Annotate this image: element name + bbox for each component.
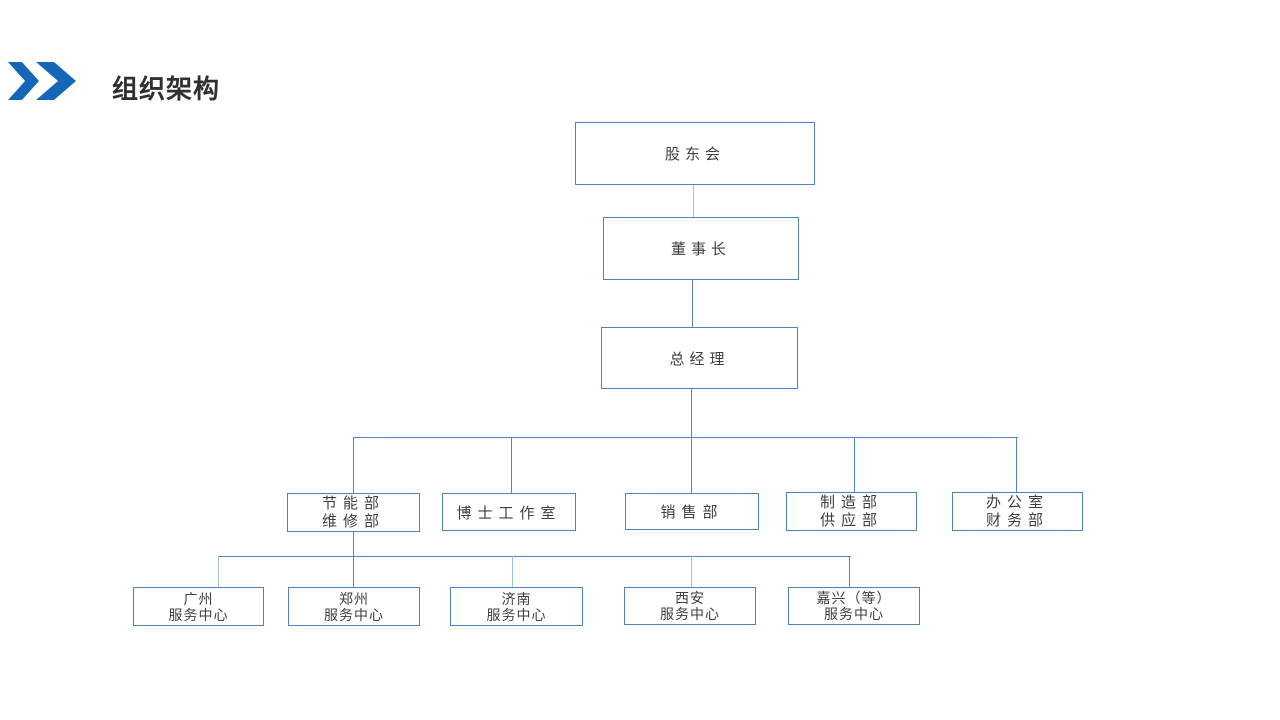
connector-drop-doctor-studio	[511, 437, 513, 493]
chevron-right-icon	[8, 62, 39, 100]
connector-drop-xian	[691, 556, 693, 587]
org-node-label: 广州	[183, 590, 214, 607]
org-node-label: 服务中心	[486, 606, 547, 623]
connector-drop-guangzhou	[218, 556, 220, 587]
connector-gm-bus	[691, 389, 693, 437]
connector-drop-manufacture	[854, 437, 856, 492]
org-node-general-manager: 总经理	[601, 327, 798, 389]
org-node-jinan-center: 济南 服务中心	[450, 587, 583, 626]
connector-drop-office	[1016, 437, 1018, 492]
connector-drop-dept-energy	[353, 437, 355, 493]
org-node-zhengzhou-center: 郑州 服务中心	[288, 587, 420, 626]
org-node-sales-dept: 销售部	[625, 493, 759, 530]
org-node-label: 西安	[675, 590, 705, 606]
org-node-label: 总经理	[669, 350, 730, 368]
org-node-dept-energy-repair: 节能部 维修部	[287, 493, 420, 532]
org-node-label: 服务中心	[168, 606, 229, 623]
org-node-guangzhou-center: 广州 服务中心	[133, 587, 264, 626]
org-node-label: 办公室	[985, 493, 1049, 511]
connector-chairman-gm	[692, 280, 694, 327]
org-node-chairman: 董事长	[603, 217, 799, 280]
org-node-label: 服务中心	[324, 606, 384, 623]
org-node-label: 董事长	[670, 241, 731, 258]
org-node-label: 财务部	[985, 511, 1049, 529]
org-node-label: 博士工作室	[456, 504, 562, 522]
double-chevron-right-icon	[8, 62, 76, 100]
connector-dept-energy-bus	[353, 532, 355, 587]
org-node-doctor-studio: 博士工作室	[442, 493, 576, 531]
org-node-label: 嘉兴（等）	[816, 590, 892, 606]
org-node-label: 服务中心	[660, 606, 720, 622]
org-node-label: 维修部	[321, 512, 385, 530]
connector-drop-jinan	[512, 556, 514, 587]
org-node-label: 节能部	[321, 494, 385, 512]
org-node-xian-center: 西安 服务中心	[624, 587, 756, 625]
org-node-label: 销售部	[660, 504, 724, 521]
connector-bus-level4	[354, 437, 1018, 439]
page-title: 组织架构	[112, 74, 221, 104]
org-node-label: 供应部	[819, 511, 883, 529]
org-node-shareholders: 股东会	[575, 122, 815, 185]
connector-drop-jiaxing	[849, 556, 851, 587]
connector-drop-sales	[691, 437, 693, 493]
connector-shareholders-chairman	[693, 185, 695, 217]
org-node-label: 制造部	[819, 493, 883, 511]
chevron-right-icon	[36, 62, 76, 100]
org-node-label: 股东会	[664, 146, 725, 163]
org-node-label: 济南	[501, 590, 532, 607]
org-node-label: 服务中心	[824, 606, 884, 622]
connector-bus-level5	[218, 556, 851, 558]
org-node-manufacture-supply: 制造部 供应部	[786, 492, 917, 531]
org-node-label: 郑州	[339, 590, 369, 607]
org-node-jiaxing-center: 嘉兴（等） 服务中心	[788, 587, 920, 625]
org-node-office-finance: 办公室 财务部	[952, 492, 1083, 531]
